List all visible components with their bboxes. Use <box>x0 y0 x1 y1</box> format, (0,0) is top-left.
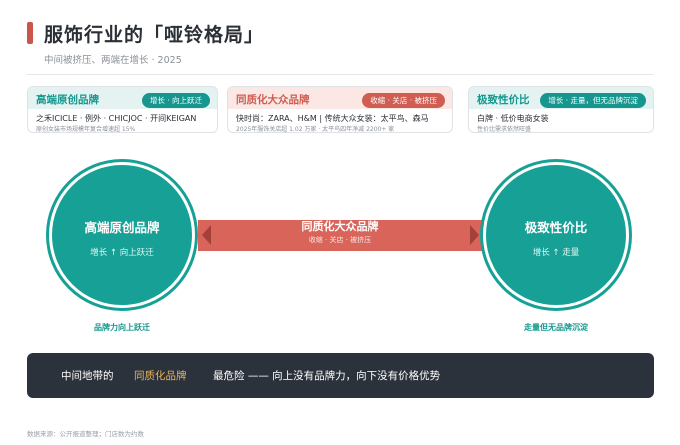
status-badge: 增长 · 走量，但无品牌沉淀 <box>540 93 646 108</box>
banner-suffix: 最危险 —— 向上没有品牌力，向下没有价格优势 <box>213 370 441 382</box>
card-header: 高端原创品牌 增长 · 向上跃迁 <box>28 87 217 109</box>
left-caption: 品牌力向上跃迁 <box>94 323 150 332</box>
dumbbell-bar <box>198 220 484 251</box>
left-dumbbell-circle: 高端原创品牌 增长 ↑ 向上跃迁 <box>49 162 195 308</box>
header-divider <box>27 74 653 75</box>
card-brands: 白牌 · 低价电商女装 <box>477 114 549 123</box>
status-badge: 收缩 · 关店 · 被挤压 <box>362 93 445 108</box>
status-badge: 增长 · 向上跃迁 <box>141 93 210 108</box>
card-title: 高端原创品牌 <box>36 94 99 106</box>
card-note: 性价比需求依然旺盛 <box>477 126 532 133</box>
card-title: 同质化大众品牌 <box>236 94 310 106</box>
page-subtitle: 中间被挤压、两端在增长 · 2025 <box>44 55 182 66</box>
left-circle-title: 高端原创品牌 <box>84 220 160 235</box>
page-title: 服饰行业的「哑铃格局」 <box>44 24 265 46</box>
right-circle-subtitle: 增长 ↑ 走量 <box>532 248 580 258</box>
card-note: 原创女装市场规模年复合增速超 15% <box>36 126 136 133</box>
right-circle-title: 极致性价比 <box>524 220 588 235</box>
card-note: 2025年服饰关店超 1.02 万家 · 太平鸟四年净减 2200+ 家 <box>236 126 395 133</box>
card-brands: 之禾ICICLE · 例外 · CHICJOC · 开间KEIGAN <box>36 114 197 123</box>
source-note: 数据来源：公开报道整理；门店数为约数 <box>27 430 144 438</box>
squeeze-arrow-left-icon <box>202 225 211 245</box>
card-title: 极致性价比 <box>477 94 530 106</box>
card-value-price: 极致性价比 增长 · 走量，但无品牌沉淀 白牌 · 低价电商女装 性价比需求依然… <box>468 86 654 133</box>
card-header: 极致性价比 增长 · 走量，但无品牌沉淀 <box>469 87 653 109</box>
left-circle-subtitle: 增长 ↑ 向上跃迁 <box>90 248 154 258</box>
right-dumbbell-circle: 极致性价比 增长 ↑ 走量 <box>483 162 629 308</box>
conclusion-banner: 中间地带的 同质化品牌 最危险 —— 向上没有品牌力，向下没有价格优势 <box>27 353 654 398</box>
card-premium-original: 高端原创品牌 增长 · 向上跃迁 之禾ICICLE · 例外 · CHICJOC… <box>27 86 218 133</box>
card-header: 同质化大众品牌 收缩 · 关店 · 被挤压 <box>228 87 452 109</box>
card-mass-homogeneous: 同质化大众品牌 收缩 · 关店 · 被挤压 快时尚：ZARA、H&M | 传统大… <box>227 86 453 133</box>
card-brands: 快时尚：ZARA、H&M | 传统大众女装：太平鸟、森马 <box>236 114 429 123</box>
banner-highlight: 同质化品牌 <box>134 370 187 382</box>
title-accent-bar <box>27 22 33 44</box>
middle-segment-title: 同质化大众品牌 <box>301 220 379 233</box>
right-caption: 走量但无品牌沉淀 <box>524 323 588 332</box>
middle-segment-subtitle: 收缩 · 关店 · 被挤压 <box>308 236 372 244</box>
banner-prefix: 中间地带的 <box>61 370 114 382</box>
squeeze-arrow-right-icon <box>470 225 479 245</box>
